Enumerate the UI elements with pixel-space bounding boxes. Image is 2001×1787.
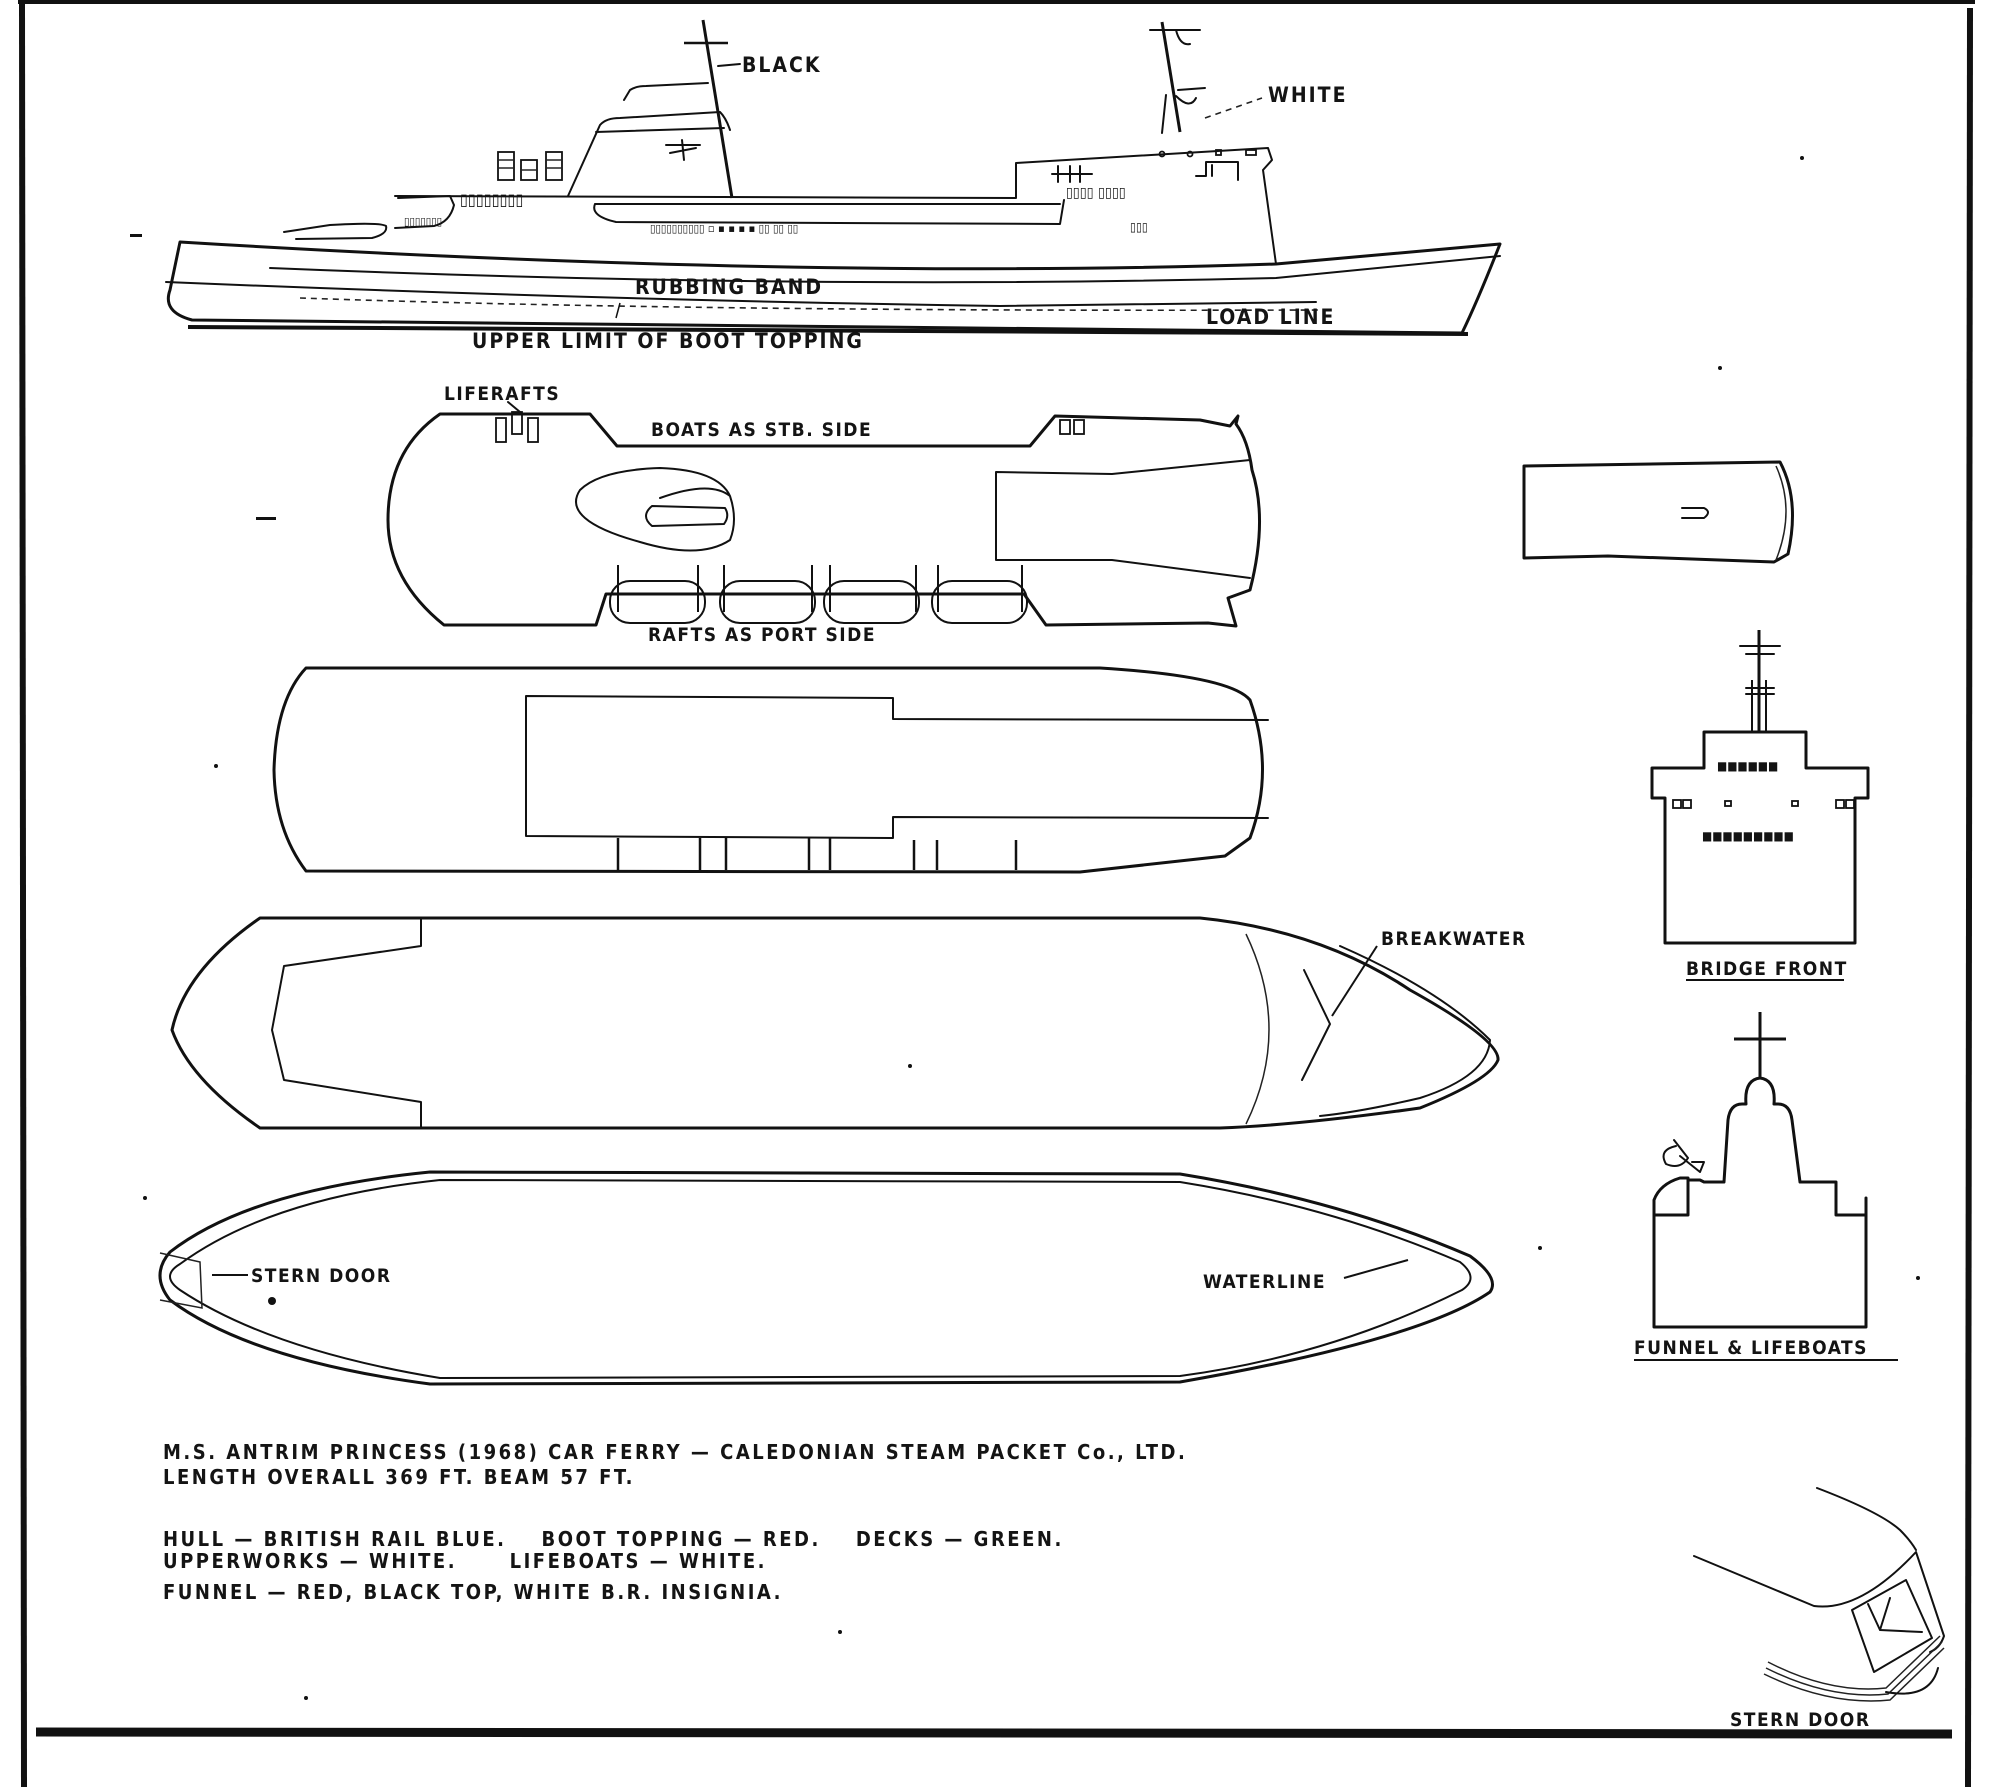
bridge-portholes (1672, 799, 1855, 809)
stern-door-plan (159, 1252, 203, 1309)
stern-ramp-plan (271, 917, 422, 1129)
label-rafts-port-side: RAFTS AS PORT SIDE (648, 624, 876, 646)
breakwater-pointer (1331, 945, 1378, 1017)
white-pointer (1204, 97, 1263, 119)
sheer-line (269, 255, 1501, 284)
window-row-5: ▯▯▯ (1130, 220, 1148, 234)
label-boats-stb-side: BOATS AS STB. SIDE (651, 419, 872, 441)
window-row-2: ▯▯▯▯▯▯▯ (404, 215, 442, 228)
label-stern-door-detail: STERN DOOR (1730, 1709, 1871, 1731)
funnel-top-vent (1681, 507, 1709, 519)
caption-block: M.S. ANTRIM PRINCESS (1968) CAR FERRY — … (163, 1440, 1187, 1604)
funnel-top-outline (1522, 460, 1794, 564)
window-row-1: ▯▯▯▯▯▯▯▯ (460, 190, 523, 209)
bridge-mast-yards (1739, 645, 1781, 695)
load-line (299, 297, 1321, 312)
stern-door-view: STERN DOOR (1693, 1487, 1945, 1733)
lifeboat-davit (1662, 1139, 1705, 1173)
profile-windows: ▯▯▯▯▯▯▯▯ ▯▯▯▯▯▯▯ ▯▯▯▯▯▯▯▯▯▯ ▫ ▪ ▪ ▪ ▪ ▯▯… (404, 149, 1257, 235)
promenade-deck-plan (272, 666, 1269, 874)
funnel-profile (567, 82, 731, 197)
stern-door-panel (1851, 1579, 1933, 1673)
waterline-outline (169, 1179, 1472, 1379)
stern-upper-line (1816, 1487, 1917, 1551)
stern-lower-line (1693, 1551, 1945, 1653)
promenade-deck-outline (272, 666, 1264, 874)
label-white: WHITE (1268, 83, 1347, 107)
label-breakwater: BREAKWATER (1381, 928, 1527, 950)
breakwater-shape (1301, 969, 1331, 1081)
boot-topping-pointer (615, 302, 621, 319)
label-stern-door-plan: STERN DOOR (251, 1265, 392, 1287)
car-deck-inner-outline (1319, 945, 1491, 1117)
window-row-3: ▯▯▯▯▯▯▯▯▯▯ ▫ ▪ ▪ ▪ ▪ ▯▯ ▯▯ ▯▯ (650, 222, 798, 235)
bridge-windows-lower: ■■■■■■■■■ (1702, 829, 1794, 843)
border-right (1965, 7, 1973, 1787)
boat-deck-outline (386, 412, 1261, 628)
label-black: BLACK (742, 53, 822, 77)
caption-line-2: LENGTH OVERALL 369 FT. BEAM 57 FT. (163, 1465, 635, 1489)
window-row-4: ▯▯▯▯ ▯▯▯▯ (1066, 185, 1126, 201)
rubbing-band-line (165, 281, 1317, 307)
label-liferafts: LIFERAFTS (444, 383, 560, 405)
caption-line-1: M.S. ANTRIM PRINCESS (1968) CAR FERRY — … (163, 1440, 1187, 1464)
label-rubbing-band: RUBBING BAND (635, 275, 823, 299)
funnel-top-inner (1775, 465, 1787, 561)
lifeboats-row (609, 565, 1028, 624)
caption-line-3: HULL — BRITISH RAIL BLUE. BOOT TOPPING —… (163, 1527, 1064, 1551)
label-funnel-lifeboats: FUNNEL & LIFEBOATS (1634, 1337, 1868, 1359)
funnel-casing-plan (575, 467, 735, 552)
fore-mast (1160, 21, 1182, 133)
superstructure (394, 147, 1277, 265)
funnel-insignia (665, 139, 701, 161)
sheet-border (18, 0, 1975, 1787)
liferafts-pointer (507, 401, 521, 413)
liferafts-plan (495, 411, 1085, 443)
bridge-windows-upper: ■■■■■■ (1717, 759, 1778, 773)
waterline-pointer (1343, 1259, 1409, 1279)
caption-line-5: FUNNEL — RED, BLACK TOP, WHITE B.R. INSI… (163, 1580, 783, 1604)
label-boot-topping: UPPER LIMIT OF BOOT TOPPING (472, 329, 864, 353)
stanchions (616, 838, 1018, 870)
after-deckhouse (283, 195, 455, 240)
dot-mark (268, 1297, 276, 1305)
scan-specks (130, 156, 1920, 1700)
bridge-front-outline (1650, 730, 1870, 945)
boat-deck-plan: LIFERAFTS BOATS AS STB. SIDE RAFTS AS PO… (386, 383, 1261, 646)
profile-hull (166, 240, 1502, 335)
hull-plan: STERN DOOR WATERLINE (158, 1170, 1494, 1386)
stern-bottom (1885, 1667, 1939, 1695)
car-deck-plan: BREAKWATER (170, 916, 1527, 1130)
bridge-deck-plan (995, 459, 1251, 579)
funnel-lifeboats-outline (1652, 1076, 1868, 1329)
hull-plan-outline (158, 1170, 1494, 1386)
black-pointer (717, 63, 741, 67)
forecastle-line (1245, 933, 1270, 1125)
promenade-deck (593, 199, 1065, 225)
border-left (19, 1, 27, 1787)
boot-topping-line (187, 325, 1469, 336)
stern-rubbing-band (1763, 1635, 1945, 1702)
fore-mast-yards (1149, 29, 1206, 134)
bridge-front-view: ■■■■■■ ■■■■■■■■■ BRIDGE FRONT (1650, 630, 1870, 981)
border-bottom-rule (35, 1727, 1953, 1739)
liferaft-canisters (497, 151, 563, 181)
profile-view: ▯▯▯▯▯▯▯▯ ▯▯▯▯▯▯▯ ▯▯▯▯▯▯▯▯▯▯ ▫ ▪ ▪ ▪ ▪ ▯▯… (165, 19, 1502, 353)
label-waterline: WATERLINE (1203, 1271, 1326, 1293)
label-load-line: LOAD LINE (1206, 305, 1335, 329)
label-bridge-front: BRIDGE FRONT (1686, 958, 1848, 980)
car-deck-outline (170, 916, 1500, 1130)
funnel-top-plan (645, 505, 729, 527)
funnel-lifeboats-view: FUNNEL & LIFEBOATS (1634, 1012, 1898, 1361)
main-mast (701, 19, 734, 199)
caption-line-4: UPPERWORKS — WHITE. LIFEBOATS — WHITE. (163, 1549, 767, 1573)
funnel-top-view (1522, 460, 1794, 564)
deckhouse-plan (525, 695, 1269, 839)
